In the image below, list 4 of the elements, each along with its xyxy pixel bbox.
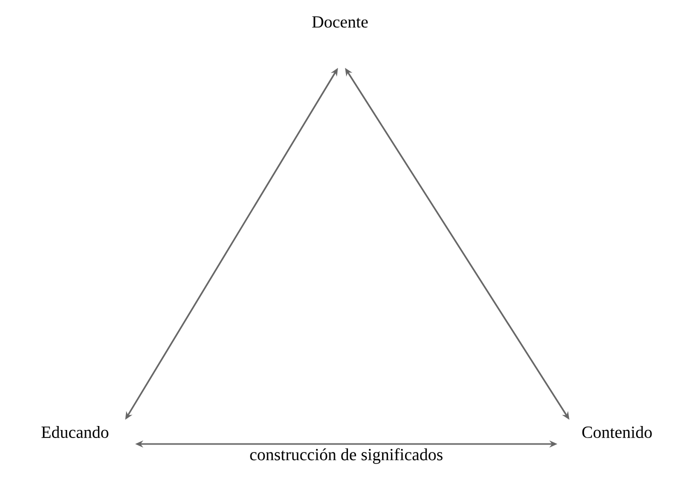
edge-label: construcción de significados — [248, 447, 444, 465]
node-label: Contenido — [582, 426, 652, 438]
node-label: Educando — [42, 426, 108, 438]
node-label: Docente — [312, 16, 368, 28]
